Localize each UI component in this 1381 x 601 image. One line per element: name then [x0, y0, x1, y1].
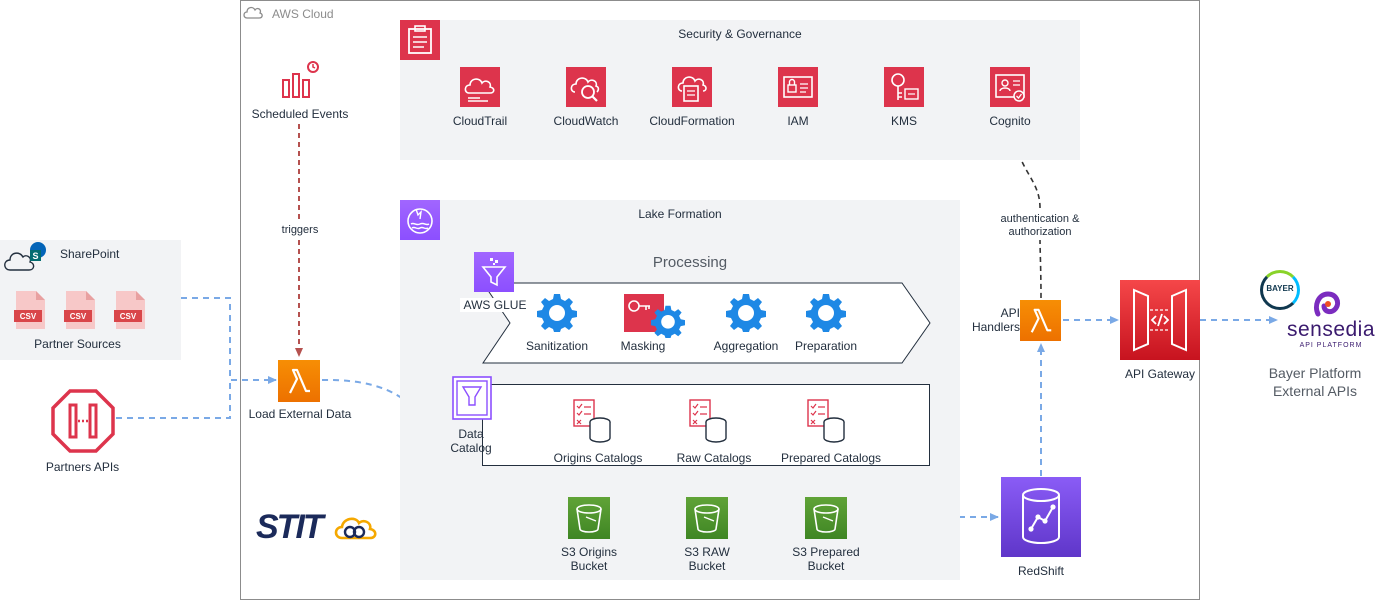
sensedia-name: sensedia [1286, 318, 1376, 341]
sensedia-tagline: API PLATFORM [1299, 342, 1363, 349]
bucket-icon [576, 504, 602, 533]
partner-sources-label: Partner Sources [34, 337, 121, 351]
load-external-label: Load External Data [248, 407, 352, 421]
security-group-badge [400, 20, 440, 60]
raw-catalog-icon [689, 399, 727, 443]
external-label-line2: External APIs [1272, 383, 1358, 399]
masking-gear-icon [651, 305, 685, 338]
cloudwatch-icon [566, 67, 606, 107]
redshift-icon [1001, 477, 1081, 557]
aws-cloud-icon [243, 6, 263, 19]
iam-icon [778, 67, 818, 107]
service-label-cloudtrail: CloudTrail [452, 114, 508, 128]
s3-raw-bucket-icon [686, 497, 728, 539]
s3-prepared-label-line2: Bucket [807, 559, 845, 573]
csv-file-text: CSV [69, 312, 87, 321]
stit-cloud-icon [334, 517, 377, 540]
step-label-aggregation: Aggregation [713, 339, 779, 353]
step-label-sanitization: Sanitization [525, 339, 589, 353]
api-gateway-symbol-icon [1133, 288, 1187, 352]
csv-file-text: CSV [119, 312, 137, 321]
catalog-label-raw: Raw Catalogs [676, 451, 752, 465]
aggregation-gear-icon [726, 294, 766, 332]
lambda-icon [1030, 308, 1052, 333]
api-handlers-lambda-box [1020, 300, 1061, 341]
database-chart-icon [1022, 488, 1060, 544]
clipboard-icon [408, 25, 432, 54]
processing-title: Processing [652, 254, 728, 271]
lake-formation-icon [407, 208, 433, 234]
sanitization-gear-icon [537, 294, 577, 332]
service-label-cloudformation: CloudFormation [649, 114, 735, 128]
glue-badge [474, 252, 514, 292]
load-external-lambda-box [278, 360, 320, 402]
csv-file-2: CSV [64, 290, 96, 330]
stit-logo-text: STIT [256, 508, 324, 546]
s3-origins-label-line2: Bucket [570, 559, 608, 573]
svg-text:S: S [33, 251, 39, 261]
external-label-line1: Bayer Platform [1268, 365, 1362, 381]
cloudtrail-icon [460, 67, 500, 107]
csv-file-icon [14, 291, 45, 329]
cognito-icon [990, 67, 1030, 107]
data-catalog-label-line2: Catalog [450, 441, 492, 455]
service-label-kms: KMS [890, 114, 917, 128]
csv-file-icon [64, 291, 95, 329]
auth-label-line1: authentication & [990, 213, 1090, 225]
s3-raw-label-line1: S3 RAW [684, 545, 730, 559]
sharepoint-icon: S [4, 242, 46, 271]
csv-file-icon [114, 291, 145, 329]
partners-apis-label: Partners APIs [45, 460, 120, 474]
sensedia-mark-icon [1313, 291, 1341, 317]
csv-file-3: CSV [114, 290, 146, 330]
security-governance-group [400, 20, 1080, 160]
origins-catalog-icon [573, 399, 611, 443]
s3-prepared-label-line1: S3 Prepared [792, 545, 860, 559]
s3-raw-label-line2: Bucket [688, 559, 726, 573]
lake-formation-title: Lake Formation [638, 207, 722, 221]
s3-origins-bucket-icon [568, 497, 610, 539]
api-handlers-label-line2: Handlers [971, 320, 1020, 334]
lake-formation-badge [400, 200, 440, 240]
redshift-label: RedShift [1017, 564, 1065, 578]
auth-label-line2: authorization [990, 226, 1090, 238]
bayer-logo-text: BAYER [1266, 284, 1294, 293]
security-governance-title: Security & Governance [678, 27, 802, 41]
triggers-label: triggers [270, 224, 330, 236]
service-label-iam: IAM [787, 114, 809, 128]
step-label-preparation: Preparation [794, 339, 858, 353]
api-gateway-icon [1120, 280, 1200, 360]
stit-logo: STIT [256, 508, 381, 546]
funnel-icon [481, 258, 507, 287]
lambda-icon [289, 368, 310, 394]
csv-file-1: CSV [14, 290, 46, 330]
catalog-label-prepared: Prepared Catalogs [780, 451, 882, 465]
kms-icon [884, 67, 924, 107]
partners-apis-icon [51, 389, 115, 453]
s3-origins-label-line1: S3 Origins [560, 545, 618, 559]
glue-label: AWS GLUE [460, 298, 530, 312]
api-handlers-label-line1: API [1000, 306, 1020, 320]
step-label-masking: Masking [620, 339, 666, 353]
sharepoint-title: SharePoint [60, 247, 120, 261]
preparation-gear-icon [806, 294, 846, 332]
prepared-catalog-icon [807, 399, 845, 443]
service-label-cognito: Cognito [989, 114, 1031, 128]
scheduled-events-label: Scheduled Events [251, 107, 349, 121]
scheduled-events-icon [282, 61, 319, 98]
catalog-label-origins: Origins Catalogs [553, 451, 643, 465]
bayer-logo: BAYER [1260, 270, 1300, 310]
bucket-icon [694, 504, 720, 533]
s3-prepared-bucket-icon [805, 497, 847, 539]
data-catalog-label-line1: Data [458, 427, 484, 441]
data-catalog-icon [452, 376, 492, 420]
cloudformation-icon [672, 67, 712, 107]
csv-file-text: CSV [19, 312, 37, 321]
key-icon [628, 300, 650, 312]
api-gateway-label: API Gateway [1124, 367, 1196, 381]
aws-cloud-label: AWS Cloud [272, 7, 334, 21]
service-label-cloudwatch: CloudWatch [553, 114, 619, 128]
bucket-icon [813, 504, 839, 533]
